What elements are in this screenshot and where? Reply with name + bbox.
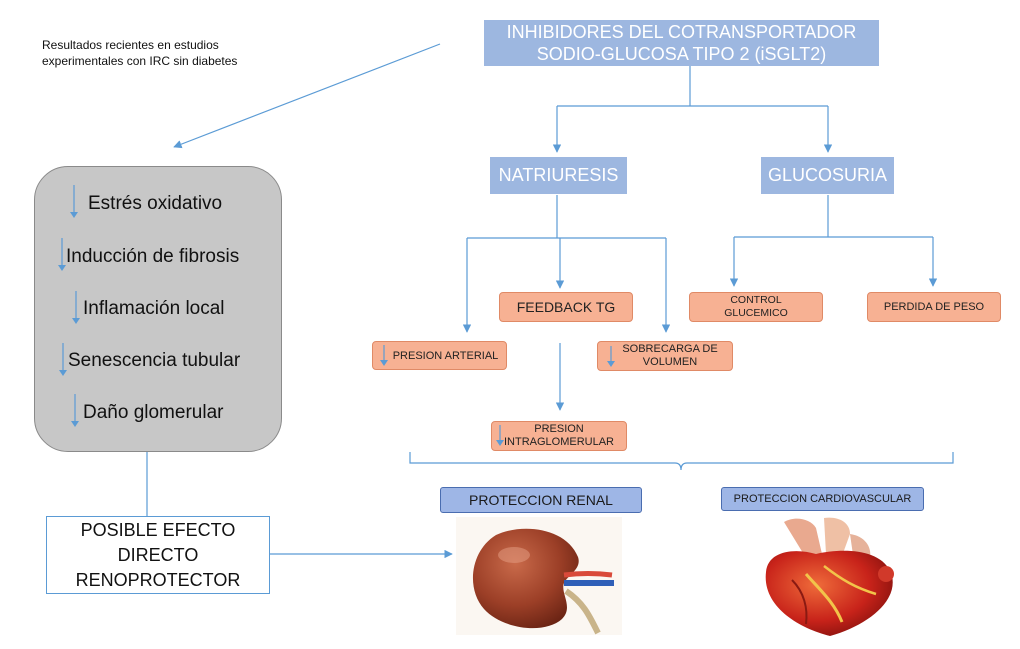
note-arrow [173,43,441,149]
down-arrow-icon [607,346,615,372]
down-arrow-icon [380,345,388,371]
note-text: Resultados recientes en estudios experim… [42,38,238,68]
proteccion-cardio-box: PROTECCION CARDIOVASCULAR [721,487,924,511]
presion-intra-line2: INTRAGLOMERULAR [503,436,615,448]
perdida-peso-box: PERDIDA DE PESO [867,292,1001,322]
down-arrow-icon [58,238,66,277]
presion-arterial-box: PRESION ARTERIAL [372,341,507,370]
mechanism-label: Inducción de fibrosis [66,246,240,267]
title-line2: SODIO-GLUCOSA TIPO 2 (iSGLT2) [536,44,827,64]
control-line1: CONTROL [730,294,782,306]
presion-intraglomerular-box: PRESION INTRAGLOMERULAR [491,421,627,451]
mechanism-label: Senescencia tubular [68,350,241,371]
down-arrow-icon [72,291,80,330]
mechanism-label: Estrés oxidativo [88,193,223,214]
direct-effect-line3: RENOPROTECTOR [75,569,241,590]
sobrecarga-box: SOBRECARGA DE VOLUMEN [597,341,733,371]
sobrecarga-label: SOBRECARGA DE VOLUMEN [622,343,718,368]
mechanism-label: Inflamación local [83,298,225,319]
title-box: INHIBIDORES DEL COTRANSPORTADOR SODIO-GL… [484,20,879,66]
mechanism-label: Daño glomerular [83,402,224,423]
heart-illustration [746,514,911,639]
proteccion-renal-box: PROTECCION RENAL [440,487,642,513]
control-line2: GLUCEMICO [724,307,788,319]
control-glucemico-box: CONTROL GLUCEMICO [689,292,823,322]
direct-effect-box: POSIBLE EFECTO DIRECTO RENOPROTECTOR [46,516,270,594]
direct-effect-line2: DIRECTO [117,544,199,565]
down-arrow-icon [496,425,504,451]
presion-arterial-label: PRESION ARTERIAL [392,349,499,362]
feedback-box: FEEDBACK TG [499,292,633,322]
title-line1: INHIBIDORES DEL COTRANSPORTADOR [506,22,857,42]
natriuresis-box: NATRIURESIS [490,157,627,194]
down-arrow-icon [71,394,79,433]
brace [409,452,954,471]
presion-intra-line1: PRESION [534,423,584,435]
down-arrow-icon [70,185,78,224]
glucosuria-box: GLUCOSURIA [761,157,894,194]
down-arrow-icon [59,343,67,382]
direct-effect-line1: POSIBLE EFECTO [80,519,236,540]
kidney-illustration [456,517,622,635]
